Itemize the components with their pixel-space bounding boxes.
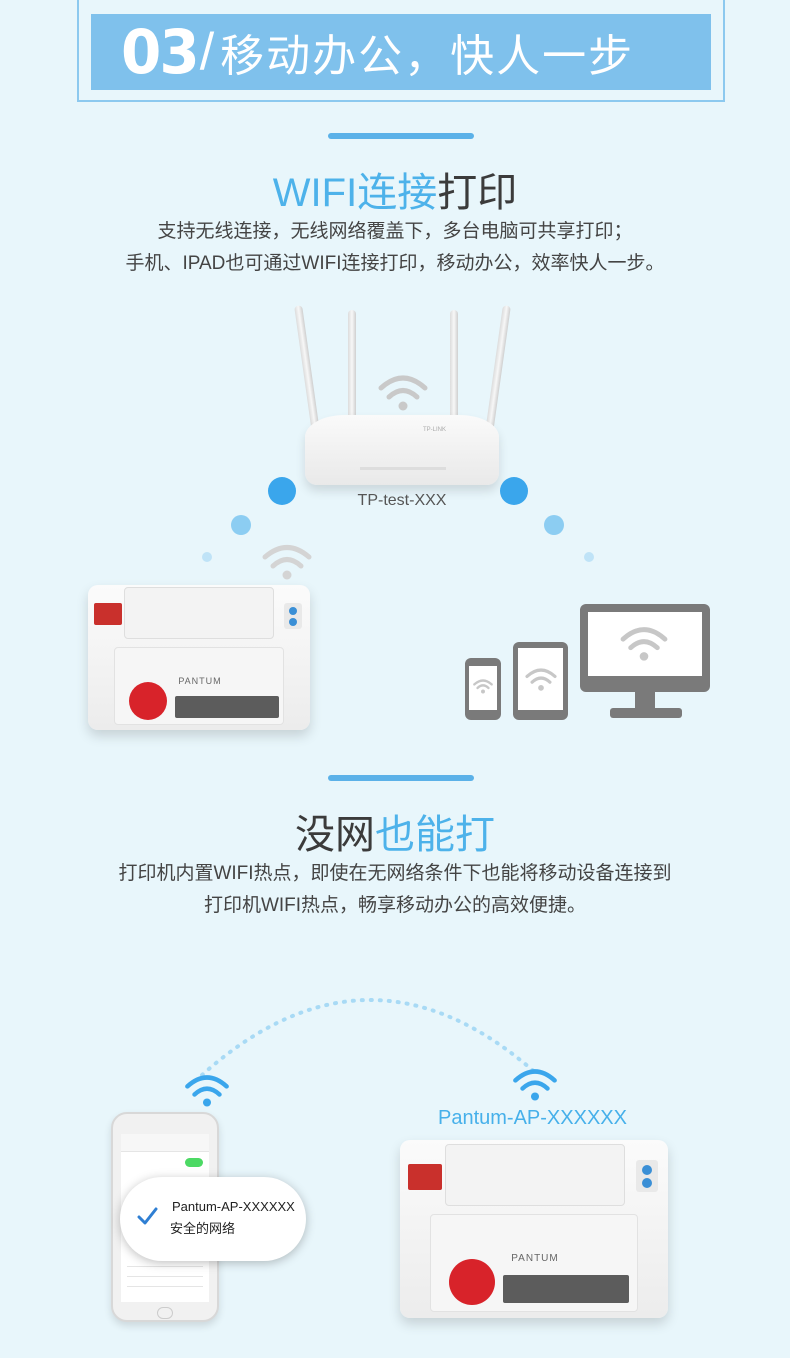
section2-title-blue: 也能打 <box>375 813 495 857</box>
check-icon <box>137 1207 158 1225</box>
printer-brand: PANTUM <box>511 1253 559 1264</box>
network-security: 安全的网络 <box>170 1221 236 1236</box>
printer-tray <box>124 587 274 639</box>
printer-button <box>642 1178 652 1188</box>
wifi-icon <box>513 1069 557 1101</box>
connection-arc <box>200 998 540 1077</box>
router-brand: TP-LINK <box>423 427 447 433</box>
signal-dot <box>231 515 251 535</box>
printer-panel <box>175 696 279 718</box>
phone-nav-bar <box>121 1134 209 1152</box>
printer: PANTUM <box>88 585 310 730</box>
printer-sticker <box>408 1164 442 1190</box>
signal-dot <box>584 552 594 562</box>
printer-button <box>289 607 297 615</box>
printer-buttons <box>636 1160 658 1192</box>
list-divider <box>127 1286 203 1287</box>
printer-tray <box>445 1144 625 1206</box>
signal-dot <box>202 552 212 562</box>
printer-badge <box>449 1259 495 1305</box>
section1-line2: 手机、IPAD也可通过WIFI连接打印，移动办公，效率快人一步。 <box>125 253 665 274</box>
section1-title-dark: 打印 <box>437 171 518 215</box>
section2-title-dark: 没网 <box>295 813 375 857</box>
wifi-icon <box>185 1075 229 1107</box>
router-antenna <box>348 310 356 428</box>
section2-line2: 打印机WIFI热点，畅享移动办公的高效便捷。 <box>203 895 587 916</box>
ap-label: Pantum-AP-XXXXXX <box>438 1107 627 1129</box>
printer-button <box>642 1165 652 1175</box>
list-divider <box>127 1266 203 1267</box>
wifi-toggle <box>185 1158 203 1167</box>
router-label: TP-test-XXX <box>357 492 447 509</box>
router-antenna <box>485 305 511 433</box>
wifi-icon <box>378 375 428 411</box>
section1-divider <box>328 133 474 139</box>
wifi-icon <box>473 679 493 694</box>
signal-dot <box>268 477 296 505</box>
printer: PANTUM <box>400 1140 668 1318</box>
wifi-icon <box>262 545 312 580</box>
banner-frame <box>77 0 725 102</box>
monitor-stand <box>610 708 682 718</box>
router <box>294 305 511 495</box>
router-vent <box>360 467 446 470</box>
monitor-neck <box>635 692 655 708</box>
printer-badge <box>129 682 167 720</box>
wifi-icon <box>620 627 668 661</box>
router-antenna <box>450 310 458 428</box>
banner-title: 移动办公，快人一步 <box>220 32 635 81</box>
network-bubble <box>120 1177 306 1261</box>
section1-title: WIFI连接打印 <box>0 160 790 218</box>
monitor <box>580 604 710 692</box>
printer-sticker <box>94 603 122 625</box>
printer-buttons <box>284 603 302 629</box>
list-divider <box>127 1276 203 1277</box>
home-button <box>157 1307 173 1319</box>
section2-divider <box>328 775 474 781</box>
router-body: TP-LINK <box>305 415 499 485</box>
section2-title: 没网也能打 <box>0 802 790 860</box>
printer-front: PANTUM <box>430 1214 638 1312</box>
section-number: 03 <box>121 16 200 88</box>
banner-slash: / <box>199 23 215 81</box>
signal-dot <box>544 515 564 535</box>
banner: 03 / 移动办公，快人一步 <box>91 14 711 90</box>
router-antenna <box>294 305 320 433</box>
printer-front: PANTUM <box>114 647 284 725</box>
smartphone <box>465 658 501 720</box>
printer-panel <box>503 1275 629 1303</box>
section1-line1: 支持无线连接，无线网络覆盖下，多台电脑可共享打印； <box>157 221 633 242</box>
smartphone-screen <box>469 666 497 710</box>
section2-line1: 打印机内置WIFI热点，即使在无网络条件下也能将移动设备连接到 <box>118 863 672 884</box>
signal-dot <box>500 477 528 505</box>
printer-brand: PANTUM <box>178 676 222 686</box>
printer-button <box>289 618 297 626</box>
wifi-icon <box>525 668 557 691</box>
section1-title-blue: WIFI连接 <box>272 171 438 215</box>
network-name: Pantum-AP-XXXXXX <box>172 1199 295 1214</box>
